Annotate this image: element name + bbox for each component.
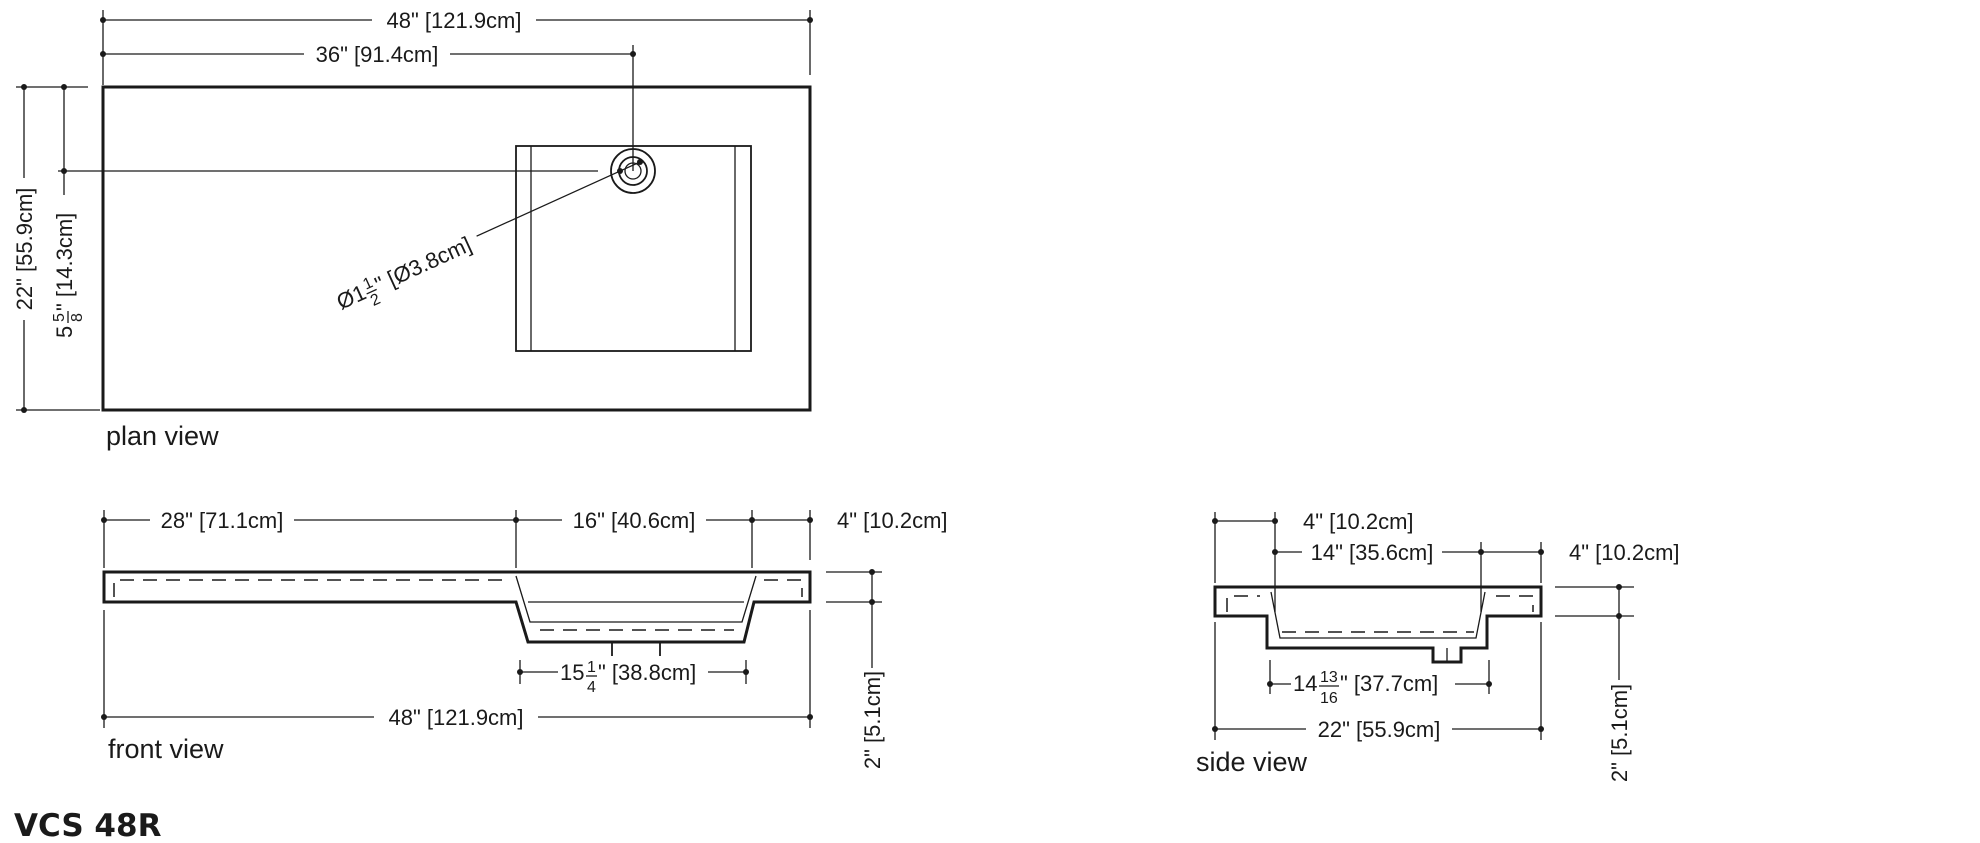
plan-overall-width-label: 48" [121.9cm] [387, 8, 522, 33]
front-view-title: front view [108, 734, 224, 764]
front-view: 28" [71.1cm] 16" [40.6cm] 4" [10.2cm] 15… [101, 506, 948, 769]
side-view-title: side view [1196, 747, 1308, 777]
side-height-label: 2" [5.1cm] [1607, 684, 1632, 782]
svg-text:8: 8 [69, 313, 86, 322]
side-back-deck-label: 4" [10.2cm] [1303, 509, 1414, 534]
front-height-label: 2" [5.1cm] [860, 671, 885, 769]
side-hidden-line-right [1496, 595, 1534, 612]
front-overall-width-label: 48" [121.9cm] [389, 705, 524, 730]
front-inner-width-label: 15 1 4 " [38.8cm] [558, 656, 708, 696]
svg-text:" [14.3cm]: " [14.3cm] [52, 213, 77, 311]
svg-text:13: 13 [1320, 669, 1338, 686]
side-hidden-line-left [1226, 595, 1260, 612]
svg-text:5: 5 [51, 313, 68, 322]
side-inner-width-label: 14 13 16 " [37.7cm] [1291, 665, 1455, 709]
side-basin-inner-wall [1270, 591, 1486, 639]
model-number: VCS 48R [14, 808, 162, 843]
svg-text:" [38.8cm]: " [38.8cm] [598, 660, 696, 685]
svg-text:15: 15 [560, 660, 584, 685]
svg-text:14: 14 [1293, 671, 1317, 696]
front-left-deck-label: 28" [71.1cm] [161, 508, 284, 533]
plan-view: 48" [121.9cm] 36" [91.4cm] 22" [55.9cm] … [10, 6, 813, 451]
side-overall-depth-label: 22" [55.9cm] [1318, 717, 1441, 742]
side-front-deck-label: 4" [10.2cm] [1569, 540, 1680, 565]
svg-text:" [37.7cm]: " [37.7cm] [1340, 671, 1438, 696]
plan-drain-offset-y-label: 5 5 8 " [14.3cm] [51, 213, 86, 338]
drain-diameter-label: Ø1 1 2 " [Ø3.8cm] [330, 226, 487, 322]
svg-text:4: 4 [587, 679, 596, 696]
plan-drain-offset-x-label: 36" [91.4cm] [316, 42, 439, 67]
svg-text:1: 1 [587, 659, 596, 676]
front-basin-inner-wall [515, 575, 757, 623]
front-profile-outline [102, 570, 812, 644]
svg-text:5: 5 [52, 326, 77, 338]
plan-view-title: plan view [106, 421, 219, 451]
plan-countertop-outline [101, 85, 812, 412]
side-basin-depth-label: 14" [35.6cm] [1311, 540, 1434, 565]
plan-depth-label: 22" [55.9cm] [12, 188, 37, 311]
front-right-deck-label: 4" [10.2cm] [837, 508, 948, 533]
side-profile-outline [1213, 585, 1543, 664]
front-hidden-line-left [113, 579, 510, 597]
front-hidden-line-right [764, 579, 803, 597]
front-basin-width-label: 16" [40.6cm] [573, 508, 696, 533]
svg-text:16: 16 [1320, 690, 1338, 707]
plan-basin-outline [515, 145, 752, 352]
side-view: 4" [10.2cm] 14" [35.6cm] 4" [10.2cm] 14 … [1196, 509, 1680, 782]
